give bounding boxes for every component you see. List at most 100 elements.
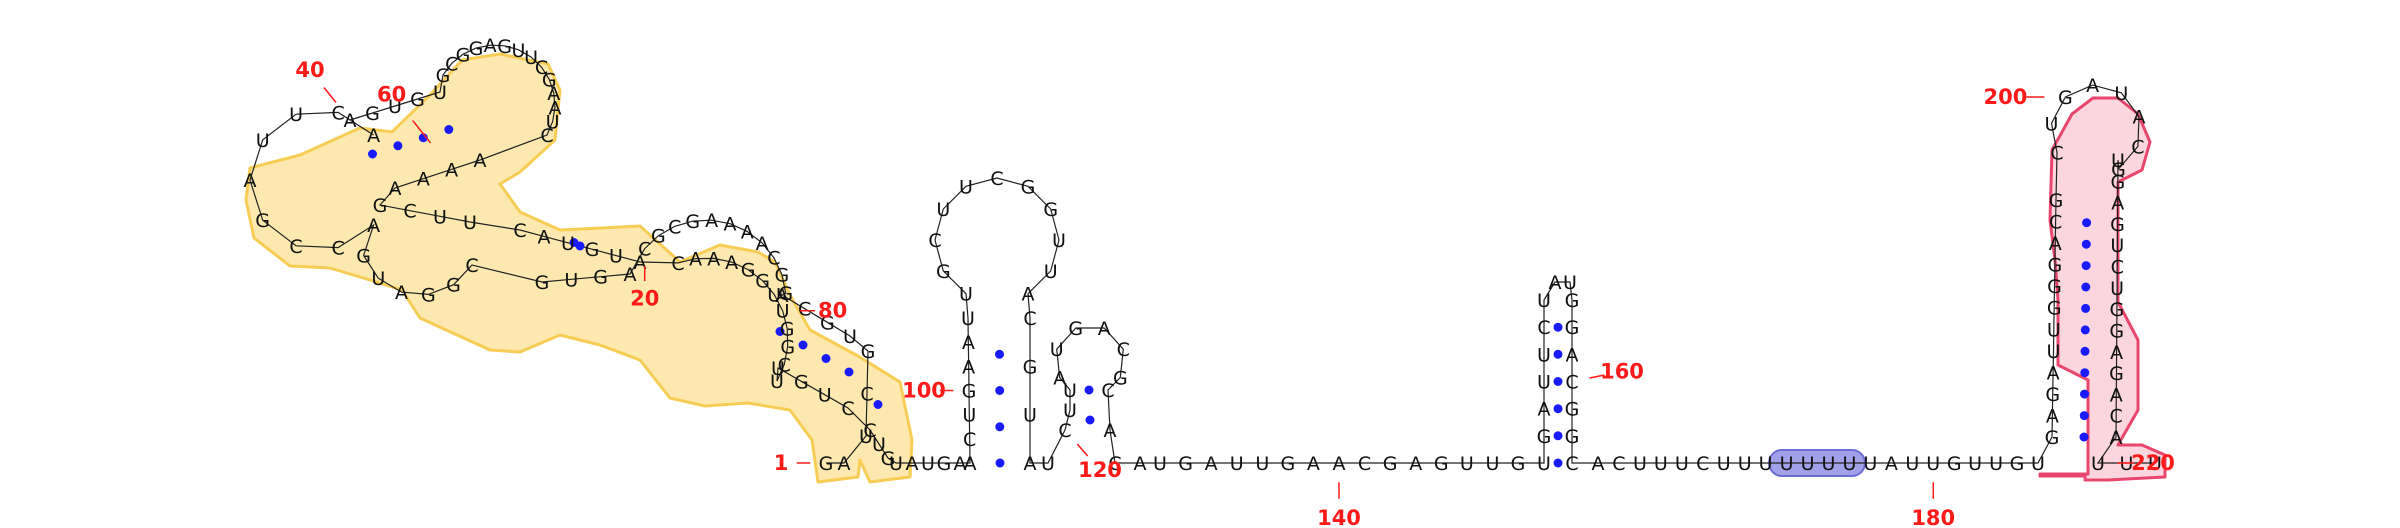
- nucleotide: G: [2058, 87, 2073, 109]
- nucleotide: G: [421, 284, 436, 306]
- base-pair-dot: [2082, 218, 2092, 228]
- nucleotide: G: [1068, 318, 1083, 340]
- nucleotide: A: [689, 249, 702, 271]
- nucleotide: U: [609, 246, 623, 268]
- base-pair-dot: [873, 400, 883, 409]
- nucleotide: C: [513, 220, 526, 242]
- nucleotide: C: [1565, 372, 1578, 394]
- position-label: 220: [2131, 451, 2175, 475]
- nucleotide: G: [2047, 276, 2062, 298]
- nucleotide: U: [1633, 453, 1647, 475]
- nucleotide: G: [2111, 159, 2126, 181]
- nucleotide: U: [1654, 453, 1668, 475]
- nucleotide: U: [1537, 372, 1551, 394]
- nucleotide: A: [2046, 405, 2059, 427]
- nucleotide: G: [456, 44, 471, 66]
- nucleotide: A: [906, 453, 919, 475]
- nucleotide: A: [1053, 368, 1066, 390]
- nucleotide: G: [436, 65, 451, 87]
- nucleotide: C: [1023, 308, 1036, 330]
- base-pair-dot: [1085, 415, 1095, 425]
- nucleotide: C: [1537, 317, 1550, 339]
- nucleotide: A: [445, 159, 458, 181]
- position-label: 180: [1911, 506, 1955, 528]
- nucleotide: C: [798, 299, 811, 321]
- nucleotide: C: [1058, 420, 1071, 442]
- nucleotide: C: [963, 429, 976, 451]
- base-pair-dot: [995, 422, 1005, 432]
- nucleotide: G: [962, 381, 977, 403]
- nucleotide: U: [1044, 261, 1058, 283]
- nucleotide: A: [484, 35, 497, 57]
- nucleotide: G: [820, 312, 835, 334]
- nucleotide: U: [1675, 453, 1689, 475]
- position-label: 200: [1983, 85, 2027, 109]
- position-label: 80: [818, 299, 847, 323]
- nucleotide: A: [395, 282, 408, 304]
- nucleotide: C: [331, 238, 344, 260]
- nucleotide: G: [593, 267, 608, 289]
- nucleotide: A: [838, 453, 851, 475]
- nucleotide: C: [2131, 136, 2144, 158]
- nucleotide: G: [255, 210, 270, 232]
- nucleotide: C: [289, 236, 302, 258]
- nucleotide: G: [542, 69, 557, 91]
- nucleotide: C: [638, 239, 651, 261]
- nucleotide: A: [954, 453, 967, 475]
- position-label: 140: [1317, 506, 1361, 528]
- nucleotide: A: [367, 125, 380, 147]
- base-pair-dot: [2080, 368, 2090, 378]
- nucleotide: G: [2110, 171, 2125, 193]
- nucleotide: A: [547, 83, 560, 105]
- nucleotide: G: [2110, 214, 2125, 236]
- nucleotide: U: [1822, 453, 1836, 475]
- nucleotide: G: [1021, 176, 1036, 198]
- nucleotide: G: [410, 89, 425, 111]
- nucleotide: C: [1696, 453, 1709, 475]
- nucleotide: A: [776, 285, 789, 307]
- nucleotide: A: [964, 453, 977, 475]
- nucleotide: U: [2031, 453, 2045, 475]
- nucleotide: U: [289, 104, 303, 126]
- position-label: 40: [295, 58, 324, 82]
- nucleotide: G: [741, 260, 756, 282]
- nucleotide: U: [2120, 453, 2134, 475]
- base-pair-dot: [995, 386, 1005, 395]
- nucleotide: U: [1063, 400, 1077, 422]
- nucleotide: U: [1801, 453, 1815, 475]
- nucleotide: U: [1460, 453, 1474, 475]
- nucleotide: C: [535, 57, 548, 79]
- nucleotide: C: [1101, 380, 1114, 402]
- base-pair-dot: [2080, 389, 2089, 399]
- base-pair-dot: [418, 133, 428, 143]
- highlight-layer: [244, 52, 2167, 484]
- nucleotide: A: [756, 233, 769, 255]
- nucleotide: U: [1050, 339, 1064, 361]
- nucleotide: U: [2047, 319, 2061, 341]
- nucleotide: U: [1905, 453, 1919, 475]
- nucleotide: U: [1537, 344, 1551, 366]
- nucleotide: U: [463, 212, 477, 234]
- nucleotide: U: [1717, 453, 1731, 475]
- position-label-tick: [1076, 443, 1089, 457]
- nucleotide: A: [2110, 384, 2123, 406]
- nucleotide: U: [959, 176, 973, 198]
- nucleotide: U: [1968, 453, 1982, 475]
- nucleotide: U: [770, 371, 784, 393]
- nucleotide: U: [936, 199, 950, 221]
- nucleotide: U: [771, 358, 785, 380]
- nucleotide: U: [1041, 453, 1055, 475]
- nucleotide: G: [1511, 453, 1526, 475]
- nucleotide: G: [1565, 317, 1580, 339]
- nucleotide: G: [2045, 384, 2060, 406]
- position-label: 100: [902, 379, 946, 403]
- nucleotide: A: [2047, 362, 2060, 384]
- nucleotide: U: [1989, 453, 2003, 475]
- nucleotide: A: [2111, 193, 2124, 215]
- nucleotide: G: [356, 246, 371, 268]
- nucleotide: C: [863, 420, 876, 442]
- nucleotide: G: [936, 261, 951, 283]
- nucleotide: G: [2047, 298, 2062, 320]
- pink-hairpin-highlight: [2038, 96, 2167, 482]
- base-pair-dot: [2081, 303, 2091, 313]
